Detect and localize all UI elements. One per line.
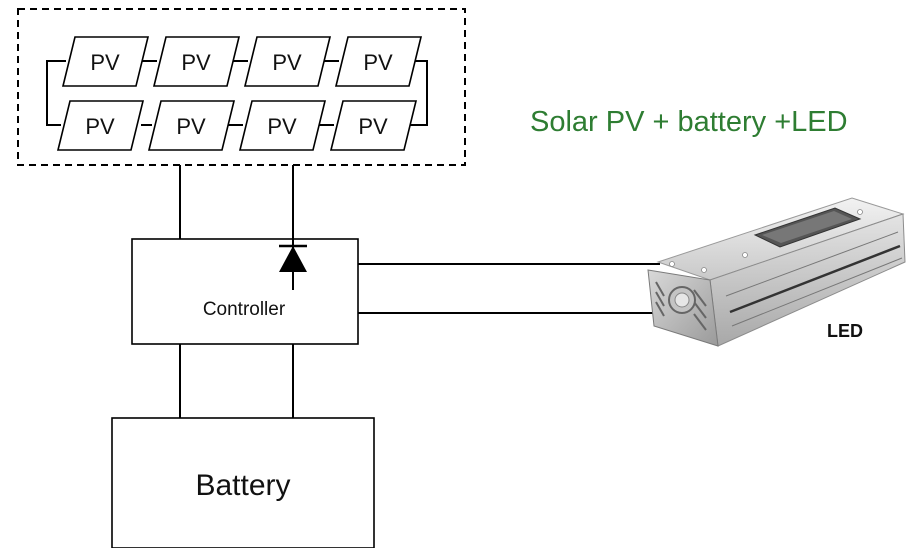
battery-label: Battery	[195, 469, 290, 502]
pv-module: PV	[243, 36, 332, 87]
pv-label: PV	[176, 114, 206, 139]
pv-module: PV	[56, 100, 145, 151]
pv-label: PV	[267, 114, 297, 139]
pv-array-enclosure	[17, 8, 466, 166]
led-label: LED	[827, 321, 863, 341]
pv-module: PV	[238, 100, 327, 151]
pv-label: PV	[90, 50, 120, 75]
pv-label: PV	[363, 50, 393, 75]
diode-icon	[279, 239, 307, 290]
pv-module: PV	[152, 36, 241, 87]
pv-label: PV	[272, 50, 302, 75]
pv-label: PV	[181, 50, 211, 75]
pv-module: PV	[334, 36, 423, 87]
pv-label: PV	[358, 114, 388, 139]
pv-module: PV	[61, 36, 150, 87]
pv-module: PV	[147, 100, 236, 151]
pv-modules: PV PV PV PV PV PV PV PV	[56, 36, 423, 151]
pv-label: PV	[85, 114, 115, 139]
diagram-title: Solar PV + battery +LED	[530, 106, 848, 138]
controller-label: Controller	[203, 299, 286, 320]
controller-box	[131, 238, 359, 345]
pv-wiring	[46, 60, 428, 126]
battery-box	[111, 417, 375, 548]
pv-module: PV	[329, 100, 418, 151]
led-fixture-icon	[647, 197, 906, 347]
